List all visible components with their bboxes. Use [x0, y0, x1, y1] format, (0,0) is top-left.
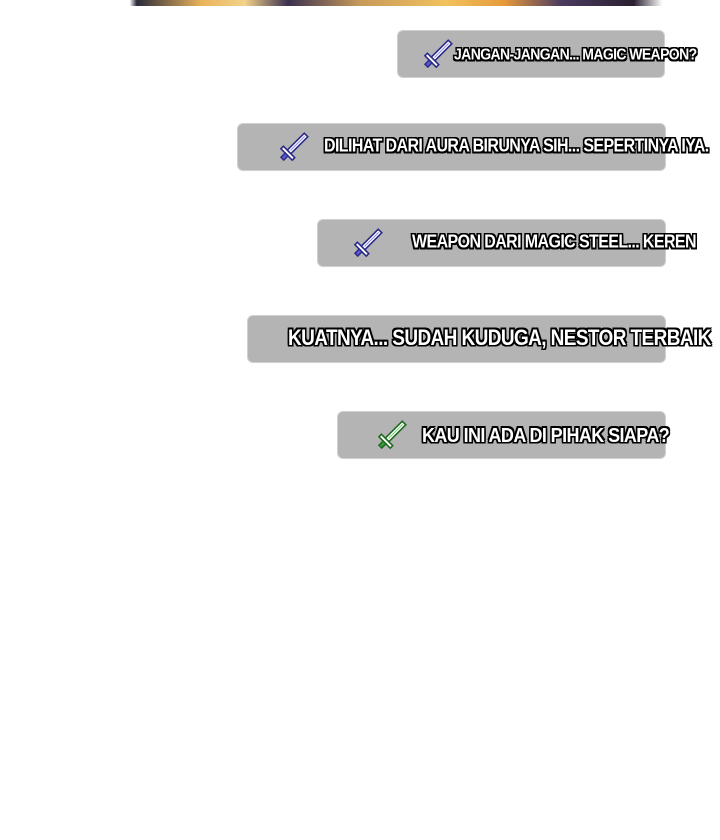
message-text: KUATNYA... SUDAH KUDUGA, NESTOR TERBAIK: [288, 326, 711, 351]
chat-message: JANGAN-JANGAN... MAGIC WEAPON?: [397, 30, 697, 78]
chat-message: WEAPON DARI MAGIC STEEL... KEREN: [317, 219, 697, 267]
blue-sword-icon: [274, 127, 314, 167]
chat-message: KUATNYA... SUDAH KUDUGA, NESTOR TERBAIK: [247, 315, 711, 363]
message-text: JANGAN-JANGAN... MAGIC WEAPON?: [454, 44, 697, 64]
chat-message: KAU INI ADA DI PIHAK SIAPA?: [337, 411, 670, 459]
message-text: DILIHAT DARI AURA BIRUNYA SIH... SEPERTI…: [324, 136, 709, 157]
message-text: KAU INI ADA DI PIHAK SIAPA?: [422, 422, 670, 446]
previous-panel-edge: [0, 0, 720, 6]
blue-sword-icon: [418, 34, 458, 74]
green-sword-icon: [372, 415, 412, 455]
chat-message: DILIHAT DARI AURA BIRUNYA SIH... SEPERTI…: [237, 123, 709, 171]
message-text: WEAPON DARI MAGIC STEEL... KEREN: [412, 232, 697, 253]
blue-sword-icon: [348, 223, 388, 263]
